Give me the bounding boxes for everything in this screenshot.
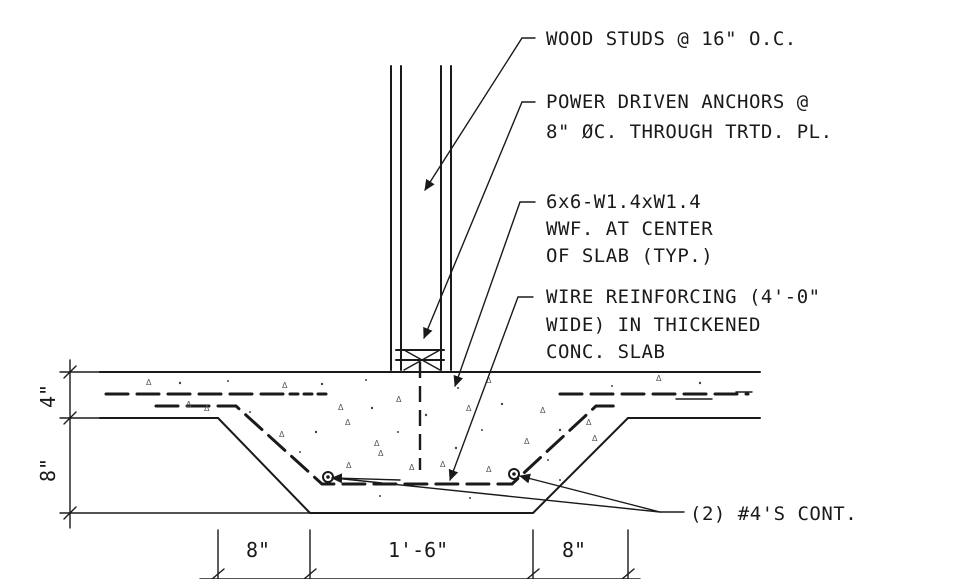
svg-text:Δ: Δ (146, 378, 152, 387)
svg-text:Δ: Δ (374, 439, 380, 448)
svg-text:Δ: Δ (204, 404, 210, 413)
svg-text:Δ: Δ (346, 461, 352, 470)
svg-text:Δ: Δ (540, 406, 546, 415)
horizontal-dimensions (199, 529, 641, 579)
svg-text:Δ: Δ (524, 437, 530, 446)
callout-wood-studs: WOOD STUDS @ 16" O.C. (546, 28, 797, 50)
dim-right-slope: 8" (562, 538, 586, 562)
svg-text:Δ: Δ (279, 430, 285, 439)
svg-text:Δ: Δ (592, 434, 598, 443)
callout-wire-line3: CONC. SLAB (546, 341, 665, 363)
dim-bottom-width: 1'-6" (388, 538, 448, 562)
rebar-right (508, 468, 520, 480)
callout-wire-line1: WIRE REINFORCING (4'-0" (546, 286, 821, 308)
callout-wire-line2: WIDE) IN THICKENED (546, 314, 761, 336)
svg-text:Δ: Δ (282, 381, 288, 390)
wire-reinforcing-thickened (154, 404, 618, 486)
dim-left-slope: 8" (246, 538, 270, 562)
callout-anchors-line2: 8" ØC. THROUGH TRTD. PL. (546, 121, 833, 143)
svg-text:Δ: Δ (440, 460, 446, 469)
svg-text:Δ: Δ (345, 418, 351, 427)
svg-text:Δ: Δ (486, 465, 492, 474)
svg-text:Δ: Δ (656, 374, 662, 383)
svg-text:Δ: Δ (486, 376, 492, 385)
dim-thickening-depth: 8" (36, 458, 60, 482)
svg-text:Δ: Δ (378, 449, 384, 458)
svg-text:Δ: Δ (186, 400, 192, 409)
svg-text:Δ: Δ (396, 395, 402, 404)
callout-anchors-line1: POWER DRIVEN ANCHORS @ (546, 91, 809, 113)
svg-text:Δ: Δ (338, 403, 344, 412)
leader-lines (331, 37, 685, 513)
vertical-dimensions (59, 359, 311, 529)
callout-wwf-line3: OF SLAB (TYP.) (546, 245, 713, 267)
concrete-slab (99, 371, 761, 514)
wood-stud-wall (390, 65, 452, 371)
dim-slab-thickness: 4" (36, 384, 60, 408)
concrete-aggregate-hatch: Δ Δ Δ Δ Δ Δ Δ Δ Δ Δ Δ Δ Δ Δ Δ Δ Δ Δ Δ Δ … (146, 374, 702, 499)
callout-wwf-line2: WWF. AT CENTER (546, 218, 713, 240)
svg-text:Δ: Δ (466, 404, 472, 413)
callout-wwf-line1: 6x6-W1.4xW1.4 (546, 191, 701, 213)
svg-text:Δ: Δ (586, 418, 592, 427)
callout-rebar: (2) #4'S CONT. (690, 503, 857, 525)
svg-text:Δ: Δ (409, 463, 415, 472)
